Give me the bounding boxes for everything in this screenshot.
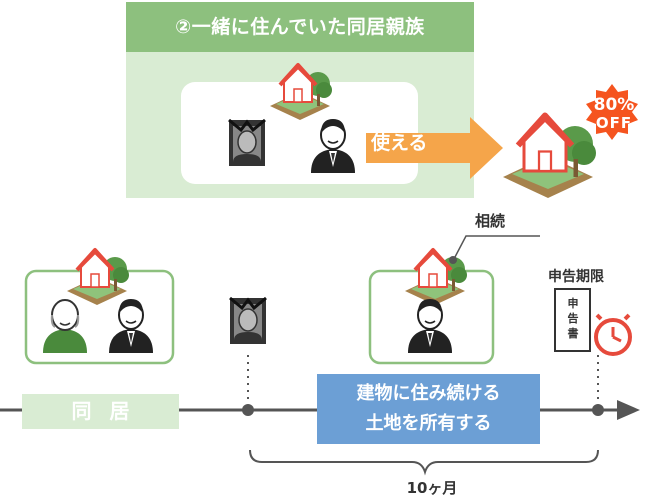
- document-text: 申 告 書: [567, 297, 579, 340]
- discount-percent: 80%: [593, 95, 635, 115]
- condition-box: 建物に住み続ける 土地を所有する: [317, 374, 540, 444]
- deadline-label: 申告期限: [548, 269, 604, 285]
- inheritance-pointer-dot: [449, 256, 457, 264]
- discount-badge-text: 80% OFF: [581, 96, 647, 132]
- period-label: 10ヶ月: [406, 479, 458, 497]
- house-icon: [268, 63, 334, 122]
- inheritance-label: 相続: [475, 212, 506, 230]
- cohabitation-label: 同居: [22, 394, 179, 429]
- deadline-point: [592, 404, 604, 416]
- document-icon: [554, 288, 591, 352]
- discount-off: OFF: [595, 114, 633, 132]
- elderly-portrait-icon: [227, 118, 267, 168]
- top-panel-title: ②一緒に住んでいた同居親族: [126, 2, 474, 52]
- man-icon: [310, 118, 356, 174]
- discount-badge: [586, 84, 638, 140]
- condition-line-2: 土地を所有する: [365, 413, 492, 434]
- condition-line-1: 建物に住み続ける: [356, 383, 501, 404]
- death-point: [242, 404, 254, 416]
- period-brace: [249, 449, 599, 476]
- use-label: 使える: [371, 132, 428, 154]
- elderly-portrait-icon: [228, 296, 268, 346]
- use-arrow: [366, 117, 503, 179]
